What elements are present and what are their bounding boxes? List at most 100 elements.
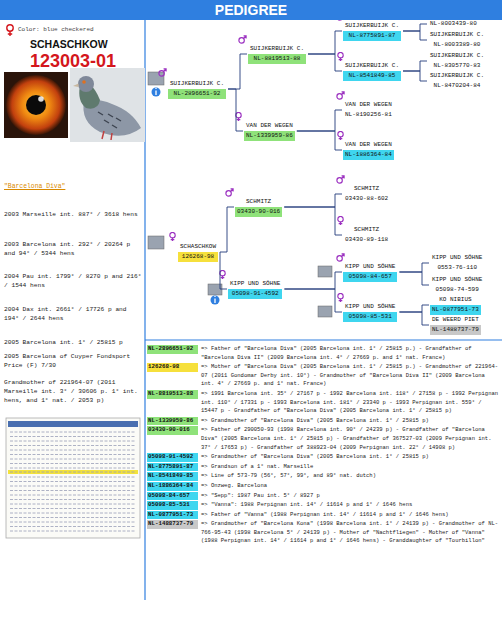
ring-number: 05098-91-4592	[147, 453, 198, 462]
female-symbol	[236, 112, 241, 121]
pedigree-link	[399, 305, 429, 312]
note-row: NL-8819513-88=> 1991 Barcelona int. 35° …	[147, 390, 500, 416]
ring-number: 126268-98	[147, 363, 198, 372]
pedigree-entry: SUIJKERBUIJK C.NL-8470204-84	[428, 71, 486, 91]
male-symbol	[337, 92, 344, 99]
pedigree-entry: KO NIBIUSNL-0877951-73	[430, 295, 481, 315]
pedigree-entry: KIPP UND SÖHNE0553-76-110	[430, 253, 484, 273]
pigeon-nickname: "Barcelona Diva"	[4, 182, 142, 191]
pedigree-entry: SUIJKERBUIJK C.NL-2896651-92	[168, 79, 226, 99]
offspring-note: Grandmother of 221964-07 (2011 Marseille…	[4, 378, 142, 405]
pedigree-link	[308, 54, 342, 71]
pedigree-link	[284, 289, 342, 312]
pedigree-link	[228, 89, 243, 131]
female-symbol	[8, 31, 12, 36]
note-row: NL-1886364-84=> Onzweg. Barcelona	[147, 482, 500, 491]
breeder-name: SUIJKERBUIJK C.	[248, 44, 306, 54]
info-icon	[214, 296, 215, 303]
breeder-name: SUIJKERBUIJK C.	[428, 71, 486, 81]
race-result: 2003 Barcelona int. 292° / 20264 p and 9…	[4, 240, 142, 258]
ring-number: NL-8003389-80	[428, 40, 486, 50]
pedigree-link	[399, 263, 429, 272]
thumbnail-photo	[148, 72, 164, 85]
ring-number: 05098-91-4592	[228, 289, 282, 299]
breeder-name: VAN DER WEGEN	[343, 100, 394, 110]
male-symbol	[159, 69, 166, 76]
pedigree-note: => Line of 573-79 (56°, 57°, 99°, and 89…	[198, 472, 500, 481]
pedigree-link	[284, 272, 342, 289]
breeder-name: SCHMITZ	[343, 225, 390, 235]
pedigree-note: => "Sepp": 1987 Pau int. 5° / 8927 p	[198, 492, 500, 501]
pedigree-link	[220, 207, 234, 252]
pedigree-note: => Grandmother of "Barcelona Kona" (1998…	[198, 520, 500, 546]
pedigree-link	[297, 110, 342, 131]
pedigree-entry: SUIJKERBUIJK C.NL-8305770-83	[428, 51, 486, 71]
pedigree-entry: KIPP UND SÖHNE05098-85-531	[343, 302, 397, 322]
ring-number: 05098-85-531	[147, 501, 198, 510]
pigeon-photo	[82, 80, 86, 84]
female-symbol	[338, 131, 343, 140]
ring-number: 05098-85-531	[343, 312, 397, 322]
breeder-name: SUIJKERBUIJK C.	[168, 79, 226, 89]
notes-table: NL-2896651-92=> Father of "Barcelona Div…	[147, 345, 500, 547]
ring-number: NL-0877951-73	[430, 305, 481, 315]
breeder-name: KIPP UND SÖHNE	[343, 262, 397, 272]
male-symbol	[226, 189, 233, 196]
pedigree-entry: KIPP UND SÖHNE05098-91-4592	[228, 279, 282, 299]
pedigree-entry: SCHMITZ03430-88-602	[343, 184, 390, 204]
note-row: NL-1488737-79=> Grandmother of "Barcelon…	[147, 520, 500, 546]
female-symbol	[220, 270, 225, 279]
ring-number: NL-1339959-86	[147, 417, 198, 426]
pedigree-note: => 1991 Barcelona int. 35° / 27167 p - 1…	[198, 390, 500, 416]
breeder-name: KO NIBIUS	[430, 295, 481, 305]
female-symbol	[338, 52, 343, 61]
pedigree-note: => Grandson of a 1° nat. Marseille	[198, 463, 500, 472]
result-sheet	[8, 421, 138, 427]
pigeon-photo	[102, 131, 112, 140]
pedigree-link	[403, 31, 427, 40]
breeder-name: KIPP UND SÖHNE	[430, 253, 484, 263]
male-symbol	[337, 176, 344, 183]
ring-number: NL-1886364-84	[343, 150, 394, 160]
ring-number: NL-1488737-79	[430, 325, 481, 335]
race-result: 2004 Pau int. 1799° / 8270 p and 216° / …	[4, 272, 142, 290]
eye-photo	[4, 72, 68, 138]
pigeon-photo	[73, 84, 79, 88]
breeder-name: KIPP UND SÖHNE	[343, 302, 397, 312]
ring-number: 123003-01	[30, 51, 145, 71]
thumbnail-photo	[318, 266, 332, 277]
race-result: 2003 Marseille int. 887° / 3618 hens	[4, 210, 142, 219]
pigeon-photo	[98, 112, 121, 128]
pedigree-entry: SUIJKERBUIJK C.NL-8003389-80	[428, 30, 486, 50]
ring-number: NL-8541849-85	[343, 71, 401, 81]
ring-number: 03430-90-016	[147, 426, 198, 435]
ring-number: NL-8305770-83	[428, 61, 486, 71]
pedigree-note: => Grandmother of "Barcelona Diva" (2005…	[198, 453, 500, 462]
eye-photo	[26, 95, 46, 115]
pedigree-entry: NL-8003439-80	[428, 19, 479, 29]
info-icon	[152, 88, 161, 97]
pedigree-note: => Mother of "Barcelona Diva" (2005 Barc…	[198, 363, 500, 389]
ring-number: 03430-89-118	[343, 235, 390, 245]
ring-number: NL-8003439-80	[428, 19, 479, 29]
ring-number: NL-8819513-88	[248, 54, 306, 64]
ring-number: NL-8541849-85	[147, 472, 198, 481]
pedigree-note: => Father of "Vanna" (1988 Perpignan int…	[198, 511, 500, 520]
ring-number: NL-8190256-81	[343, 110, 394, 120]
info-icon	[211, 296, 220, 305]
ring-number: 0553-76-110	[430, 263, 484, 273]
pedigree-link	[284, 194, 342, 207]
ring-number: NL-8470204-84	[428, 81, 486, 91]
pigeon-name: SCHASCHKOW	[30, 38, 145, 51]
breeder-name: SUIJKERBUIJK C.	[343, 21, 401, 31]
female-symbol	[338, 293, 343, 302]
breeder-name: VAN DER WEGEN	[343, 140, 394, 150]
male-symbol	[337, 254, 344, 261]
breeder-name: SUIJKERBUIJK C.	[428, 51, 486, 61]
breeder-name: SUIJKERBUIJK C.	[428, 30, 486, 40]
pedigree-link	[403, 61, 427, 71]
header-band: PEDIGREE	[0, 0, 502, 20]
ring-number: NL-0877951-73	[147, 511, 198, 520]
note-row: 03430-90-016=> Father of 290050-93 (1998…	[147, 426, 500, 452]
race-result: 2004 Dax int. 2661° / 17726 p and 194° /…	[4, 305, 142, 323]
